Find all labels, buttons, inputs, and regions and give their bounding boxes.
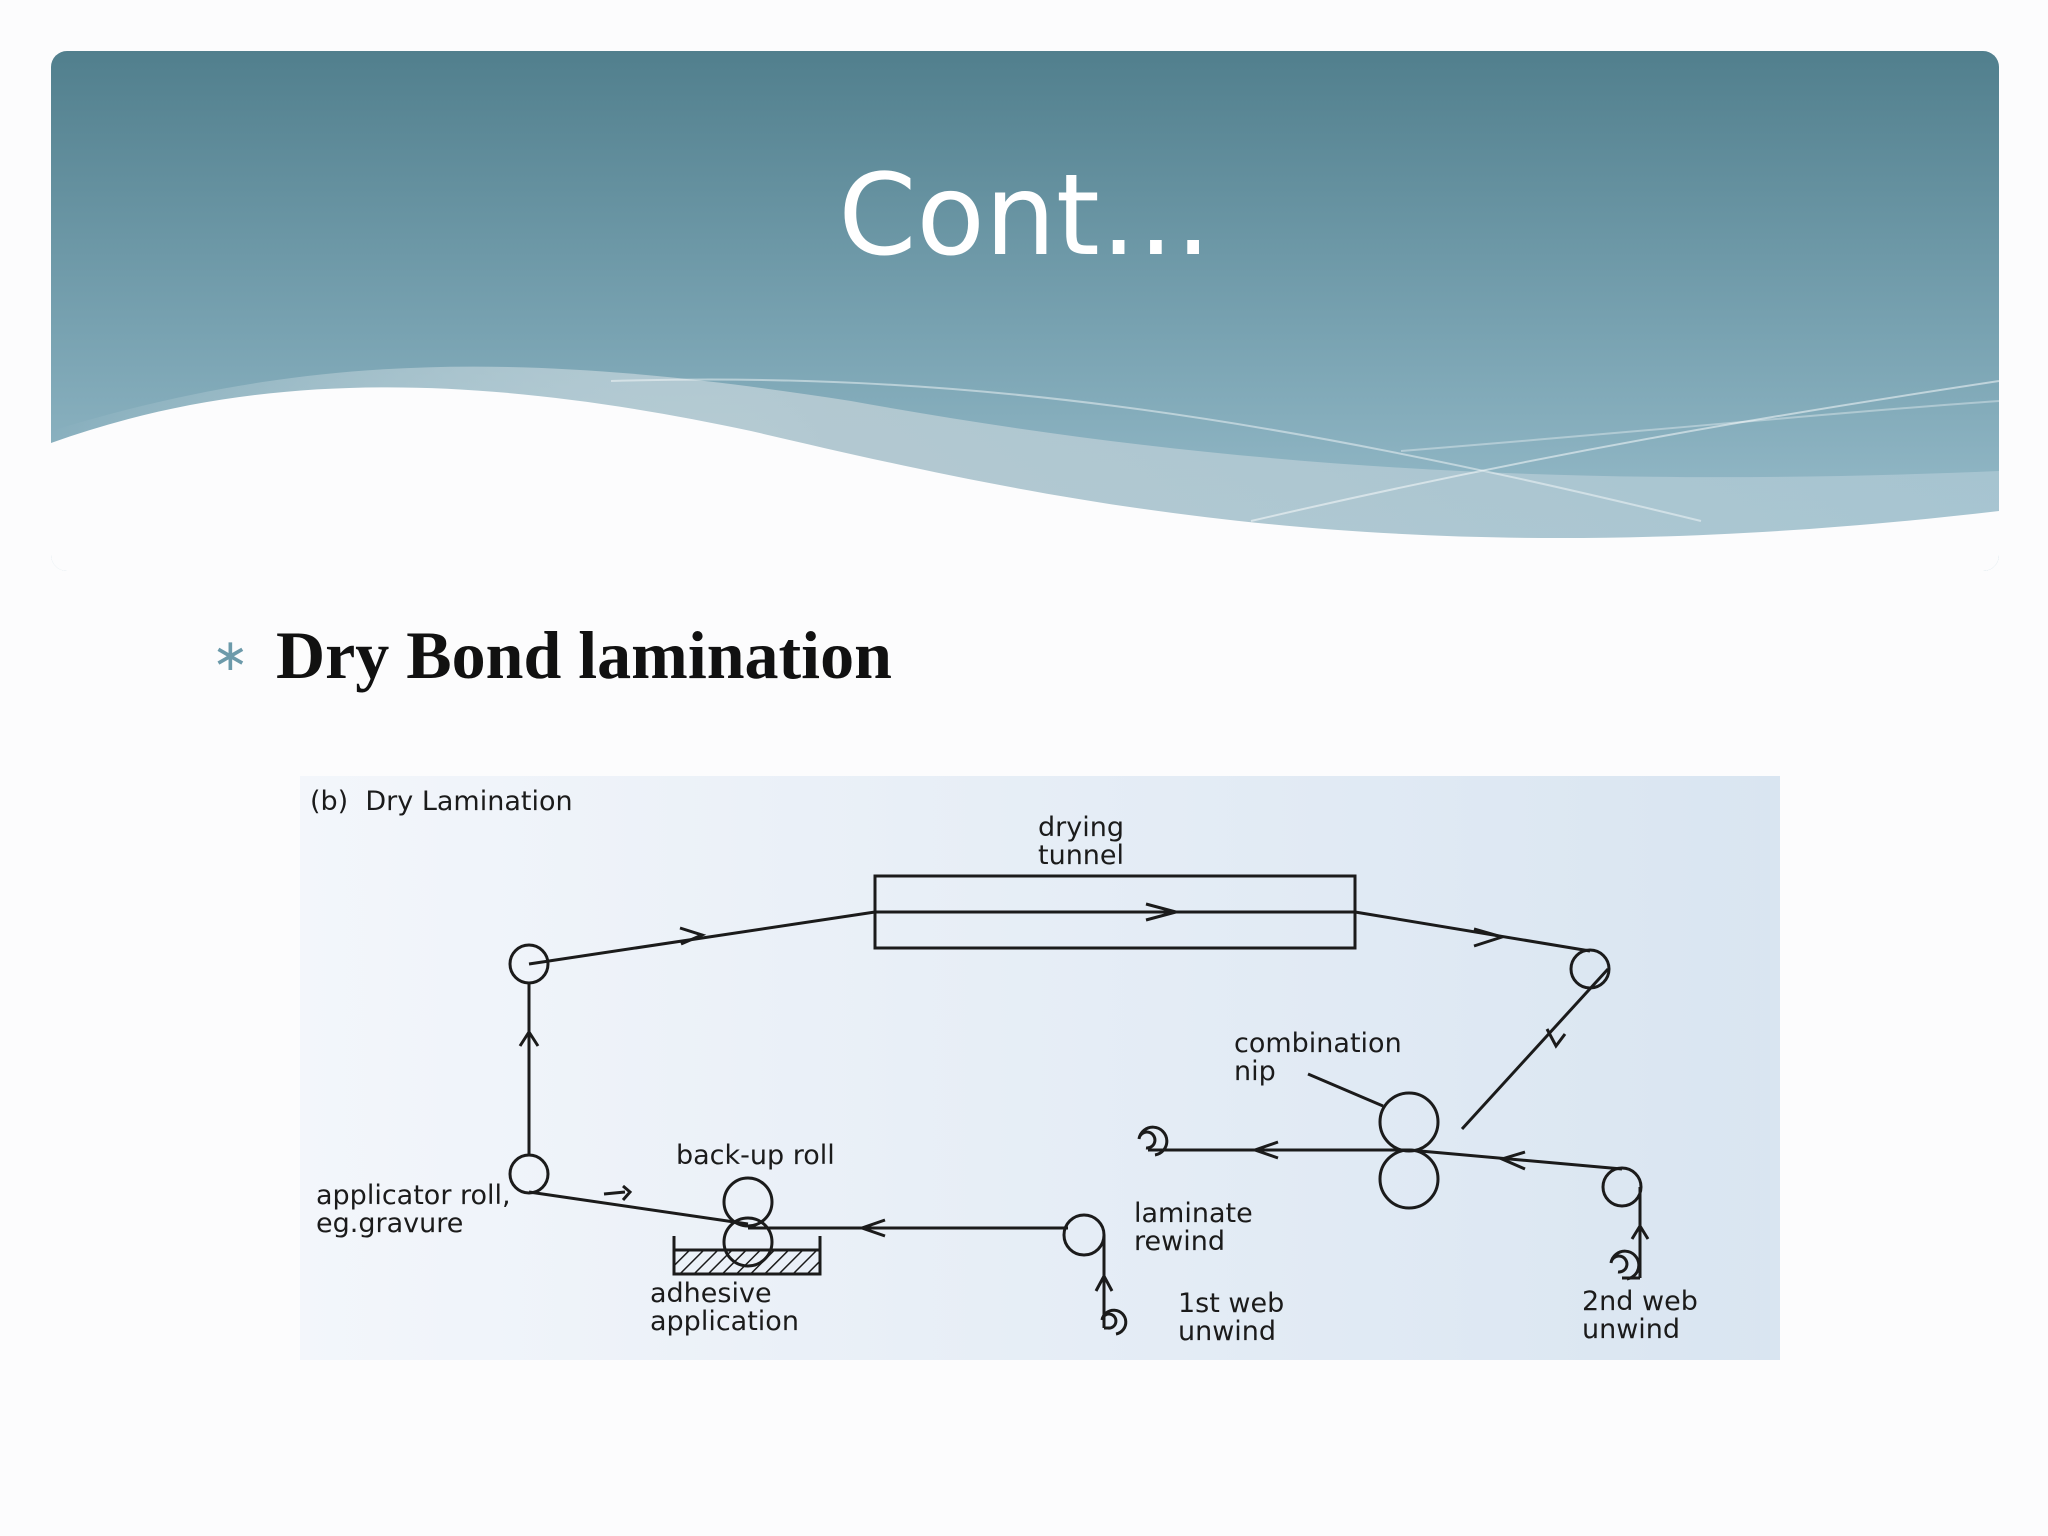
label-drying-tunnel: drying tunnel	[1038, 812, 1125, 871]
header-banner: Cont…	[51, 51, 1999, 571]
label-second-web-unwind: 2nd web unwind	[1582, 1286, 1698, 1345]
dry-lamination-diagram: (b) Dry Lamination drying tunnel combina…	[300, 776, 1780, 1360]
diagram-caption: (b) Dry Lamination	[310, 786, 573, 817]
label-applicator-roll: applicator roll, eg.gravure	[316, 1180, 511, 1239]
laminate-rewind-spiral	[1137, 1125, 1169, 1157]
adhesive-tray-hatch	[672, 1248, 822, 1276]
header-wave-graphic	[51, 51, 1999, 571]
label-combination-nip: combination nip	[1234, 1028, 1402, 1087]
back-up-roll	[722, 1176, 774, 1228]
label-laminate-rewind: laminate rewind	[1134, 1198, 1253, 1257]
slide-title: Cont…	[838, 151, 1212, 281]
first-web-unwind-spiral	[1100, 1308, 1128, 1336]
label-back-up-roll: back-up roll	[676, 1140, 835, 1171]
label-first-web-unwind: 1st web unwind	[1178, 1288, 1285, 1347]
second-web-unwind-spiral	[1609, 1249, 1641, 1281]
bullet-text: Dry Bond lamination	[276, 617, 892, 693]
bullet-asterisk-icon: ∗	[212, 630, 249, 681]
label-adhesive-application: adhesive application	[650, 1278, 799, 1337]
diagram-drawing	[300, 776, 1780, 1360]
bullet-item: ∗ Dry Bond lamination	[212, 616, 892, 695]
